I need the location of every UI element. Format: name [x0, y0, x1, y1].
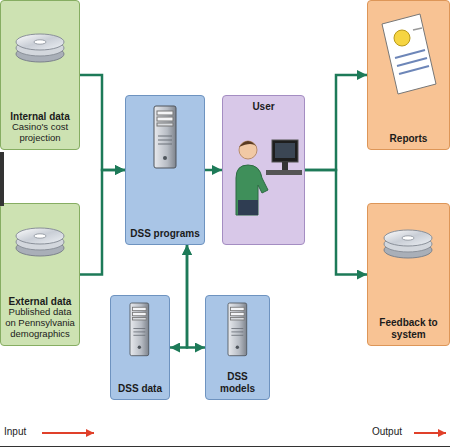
flow-connector [187, 245, 205, 348]
dss-component-box: DSS models [205, 295, 270, 400]
flow-connector [305, 75, 367, 170]
text-group: User [226, 101, 301, 113]
input-arrow [42, 432, 94, 434]
box-heading: DSS data [114, 383, 166, 395]
output-box: Reports [367, 0, 450, 150]
text-group: Feedback to system [371, 317, 446, 340]
output-arrow [414, 432, 446, 434]
box-heading: External data [4, 296, 76, 308]
flow-connector [80, 75, 125, 170]
flow-connector [170, 245, 187, 348]
report-document-icon [382, 14, 436, 94]
output-box: Feedback to system [367, 203, 450, 346]
user-at-computer-icon [236, 140, 302, 215]
input-data-box: Internal dataCasino's cost projection [0, 0, 80, 150]
box-heading: DSS models [209, 371, 266, 394]
box-body: Published data on Pennsylvania demograph… [4, 307, 76, 340]
output-label: Output [372, 426, 402, 438]
disc-icon [16, 34, 432, 258]
flow-connector [305, 170, 367, 275]
text-group: DSS models [209, 371, 266, 394]
text-group: DSS data [114, 383, 166, 395]
box-heading: Reports [371, 133, 446, 145]
label-holder: Input [4, 426, 26, 438]
box-body: Casino's cost projection [4, 122, 76, 144]
box-heading: DSS programs [129, 228, 201, 240]
input-data-box: External dataPublished data on Pennsylva… [0, 203, 80, 346]
text-group: External dataPublished data on Pennsylva… [4, 296, 76, 340]
box-heading: User [226, 101, 301, 113]
box-heading: Feedback to system [371, 317, 446, 340]
input-label: Input [4, 426, 26, 438]
text-group: DSS programs [129, 228, 201, 240]
box-heading: Internal data [4, 111, 76, 123]
text-group: Reports [371, 133, 446, 145]
computer-tower-icon [130, 106, 247, 356]
text-group: Internal dataCasino's cost projection [4, 111, 76, 144]
flow-connector [80, 170, 125, 275]
edge-bar [0, 152, 4, 206]
flow-connector [205, 169, 222, 172]
base-rule [0, 446, 450, 447]
dss-component-box: DSS data [110, 295, 170, 400]
dss-component-box: DSS programs [125, 95, 205, 245]
label-holder: Output [372, 426, 402, 438]
user-box: User [222, 95, 305, 245]
